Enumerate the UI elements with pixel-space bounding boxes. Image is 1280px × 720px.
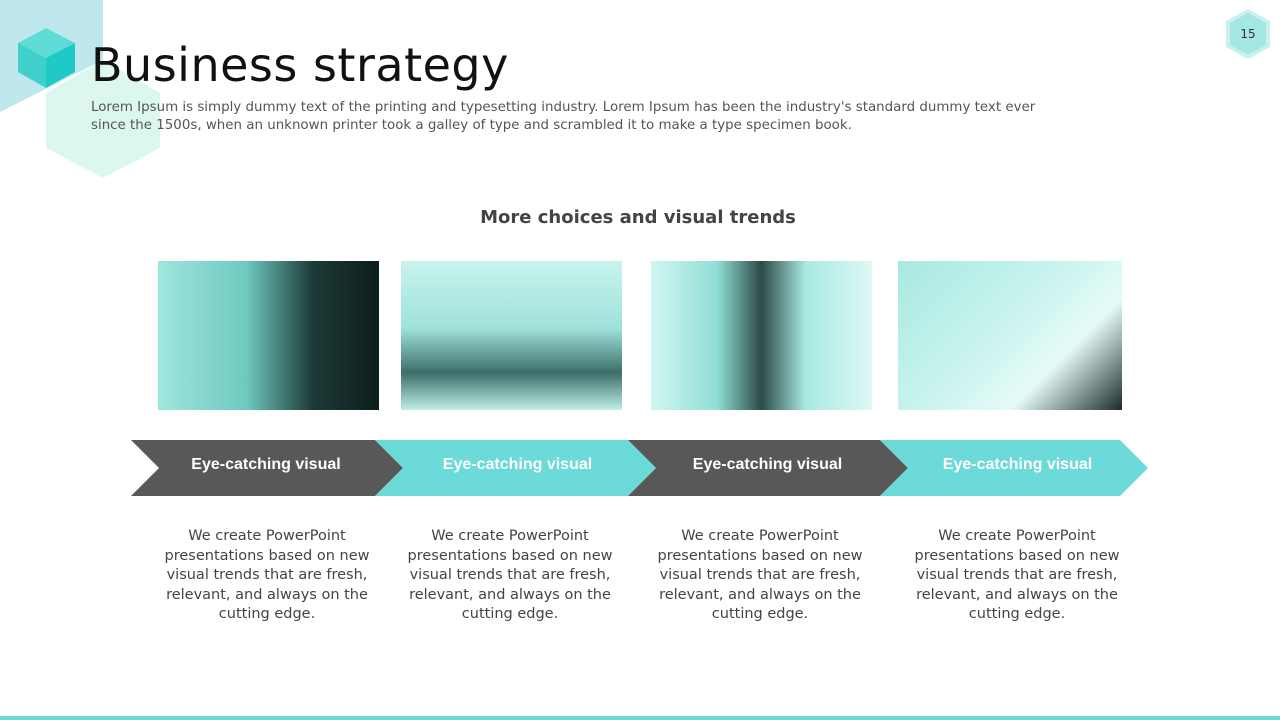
page-number-hexagon-icon [1226, 9, 1270, 59]
hexagon-decoration [0, 0, 160, 178]
item-description: We create PowerPoint presentations based… [407, 528, 613, 622]
item-description: We create PowerPoint presentations based… [657, 528, 863, 622]
photo-meeting-team [401, 261, 622, 410]
chevron-label: Eye-catching visual [692, 456, 843, 473]
chevron-2 [375, 440, 656, 496]
slide-subtitle: Lorem Ipsum is simply dummy text of the … [91, 100, 1036, 133]
chevron-label: Eye-catching visual [442, 456, 593, 473]
chevron-3 [628, 440, 908, 496]
chevron-4 [880, 440, 1148, 496]
section-title: More choices and visual trends [480, 207, 796, 228]
chevron-label: Eye-catching visual [191, 456, 341, 473]
item-description: We create PowerPoint presentations based… [914, 528, 1120, 622]
chevron-label: Eye-catching visual [942, 456, 1093, 473]
photo-business-people-walking [651, 261, 872, 410]
item-description: We create PowerPoint presentations based… [164, 528, 370, 622]
photo-server-technician [158, 261, 379, 410]
bottom-accent-line [0, 716, 1280, 720]
photo-tablet-chart [898, 261, 1122, 410]
slide-title: Business strategy [91, 38, 509, 92]
page-number: 15 [1240, 27, 1256, 41]
chevron-1 [131, 440, 403, 496]
